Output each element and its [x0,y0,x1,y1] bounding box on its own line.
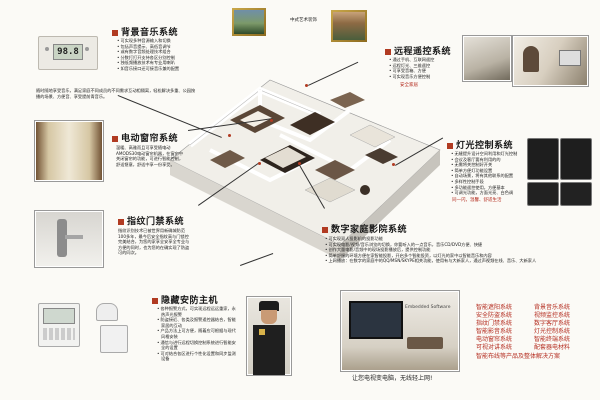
art-label-right: 中式艺术装饰 [290,18,317,23]
feature-item: 智能终端系统 [534,336,571,344]
feature-col-1: 智能遮阳系统 安全防盗系统 指纹门禁系统 智能影音系统 电动窗帘系统 可视对讲系… [476,304,560,361]
theater-items: 可实现双人投影机的投影功能 可实现电影/视频/音乐浏览的切换，你要听入的一点音乐… [324,236,560,264]
light-switch-panel-2 [560,138,592,180]
light-switch-panel-1 [527,138,559,180]
list-item: 如音乐接口还可接音乐兼的配置 [120,66,196,72]
remote-photo-room [462,35,512,82]
list-item: 远程灯光、三维遥控 [392,63,454,69]
security-panel-device [38,303,80,347]
list-item: 通信与进行远程切换控制系统进行智能安全的设置 [160,340,240,351]
bullet-icon [112,29,118,36]
list-item: 无缝提升设计空间利用和灯光控制 [454,151,524,157]
list-item: 多功能遥控使用，方便基本 [454,185,524,191]
feature-item: 背景音乐系统 [534,304,571,311]
connector-dot [258,162,261,165]
theater-caption: 让您电视变电脑，无线轻上网! [352,375,433,382]
feature-item: 可视对讲系统 [476,344,513,352]
bullet-icon [322,226,328,233]
curtain-title: 电动窗帘系统 [112,131,178,144]
floor-plan-illustration [169,79,441,260]
security-title: 隐藏安防主机 [152,293,218,306]
music-items: 可实现多种音源输入和切换 包括声音提示、高低音调节 或有数字音频处理技术组合 分… [116,38,196,72]
list-item: 产品方法上可方便，随着应可根据与现代风格安装 [160,328,240,339]
feature-item: 智能影音系统 [476,328,513,336]
lighting-title: 灯光控制系统 [447,138,513,151]
feature-item: 安全防盗系统 [476,312,513,320]
tv-screen-text: Embedded Software [405,305,451,310]
list-item: 分数打打开支持各区分别控制 [120,55,196,61]
security-sensor-device [96,303,118,321]
list-item: 独低频播放技术有专业用喇叭 [120,60,196,66]
list-item: 可实现电影/视频/音乐浏览的切换，你要听入的一点音乐，音乐CD/DVD方便、快捷 [328,242,560,248]
list-item: 通过手机、互联网遥控 [392,57,454,63]
security-detector-device [100,325,128,353]
feature-item: 数字客厅系统 [534,320,571,328]
list-item: 简单方便灯功能设置 [454,168,524,174]
connector-dot [305,84,308,87]
fingerprint-title: 指纹门禁系统 [118,214,184,227]
connector-dot [392,163,395,166]
music-title: 背景音乐系统 [112,25,178,38]
connector-dot [298,162,301,165]
list-item: 简单舒服的环境方便在家智能投影，开启多个智能投资，以灯光的家中以智能音乐和内容 [328,253,560,259]
lighting-items: 无缝提升设计空间利用和灯光控制 会议及客厅要有利用的的 无需将关控制好开关 简单… [450,151,524,196]
list-item: 可对结合各区进行个性化设置和同步监测设备 [160,351,240,362]
list-item: 可调光功能，方面光亮、白色调 [454,190,524,196]
feature-item: 视频监控系统 [534,312,571,320]
list-item: 无需将关控制好开关 [454,162,524,168]
feature-item: 智能布线等产品及整体解决方案 [476,352,561,360]
art-painting-left [232,8,266,36]
list-item: 可享受音箱、方便 [392,68,454,74]
list-item: 多样性控制手段 [454,179,524,185]
feature-item: 智能遮阳系统 [476,304,513,311]
art-painting-right [331,10,367,42]
connector-dot [228,134,231,137]
feature-item: 配套器电材料 [534,344,571,352]
security-guard-photo [246,296,292,376]
music-description: 随时随地享受音乐，满足家庭不同成员的不同需求互动相隔离，轻松解决多重、公园按播的… [36,88,196,99]
list-item: 可实现多种音源输入和切换 [120,38,196,44]
list-item: 创作大量电影/音频中的现场投影播放后，提供控制功能 [328,247,560,253]
remote-title: 远程遥控系统 [385,44,451,57]
bullet-icon [447,142,453,149]
lighting-slogan: 同一闪，温馨、舒适生活 [452,198,502,203]
theater-title: 数字家庭影院系统 [322,222,407,235]
light-switch-panel-3 [527,182,559,206]
list-item: 防盗接近、各类及报警遥控器结合，智能家居的互动 [160,317,240,328]
feature-item: 指纹门禁系统 [476,320,513,328]
list-item: 包括声音提示、高低音调节 [120,44,196,50]
remote-photo-user [512,35,589,87]
list-item: 会议及客厅要有利用的的 [454,157,524,163]
remote-items: 通过手机、互联网遥控 远程灯光、三维遥控 可享受音箱、方便 可实现音乐方便控制 [388,57,454,79]
connector-dot [270,119,273,122]
bullet-icon [118,218,124,225]
light-switch-panel-4 [560,182,592,206]
feature-item: 灯光控制系统 [534,328,571,336]
bullet-icon [112,135,118,142]
bullet-icon [152,297,158,304]
panel-display: 98.8 [53,44,83,60]
bullet-icon [385,48,391,55]
remote-tag: 安全家居 [400,83,418,88]
music-control-panel: 98.8 [38,36,98,70]
theater-photo: Embedded Software [340,290,460,372]
list-item: 各种报警方式，可实现远程远远重家，永热声光报警 [160,306,240,317]
feature-item: 电动窗帘系统 [476,336,513,344]
list-item: 可实现双人投影机的投影功能 [328,236,560,242]
fingerprint-lock-photo [34,210,104,268]
list-item: 可实现音乐方便控制 [392,74,454,80]
curtain-description: 温暖、高雅而且可享受随电动AMODS30电动窗帘机器，在窗帘中关闭窗帘的功能，可… [116,145,184,167]
list-item: 或有数字音频处理技术组合 [120,49,196,55]
list-item: 自动场景，将有其他联系的配置 [454,173,524,179]
list-item: 上网播放：在数字的家庭中的QQ/MSN/SKYPE相关功能，使用有与大新家人，通… [328,258,560,264]
security-items: 各种报警方式，可实现远程远远重家，永热声光报警 防盗接近、各类及报警遥控器结合，… [156,306,240,362]
curtain-photo [34,120,104,182]
fingerprint-description: 指纹识别技术已被世界用新确城防范100多年，最今后安全指纹高与门锁控完美结合，为… [118,228,190,256]
feature-col-2: 背景音乐系统 视频监控系统 数字客厅系统 灯光控制系统 智能终端系统 配套器电材… [534,304,570,353]
